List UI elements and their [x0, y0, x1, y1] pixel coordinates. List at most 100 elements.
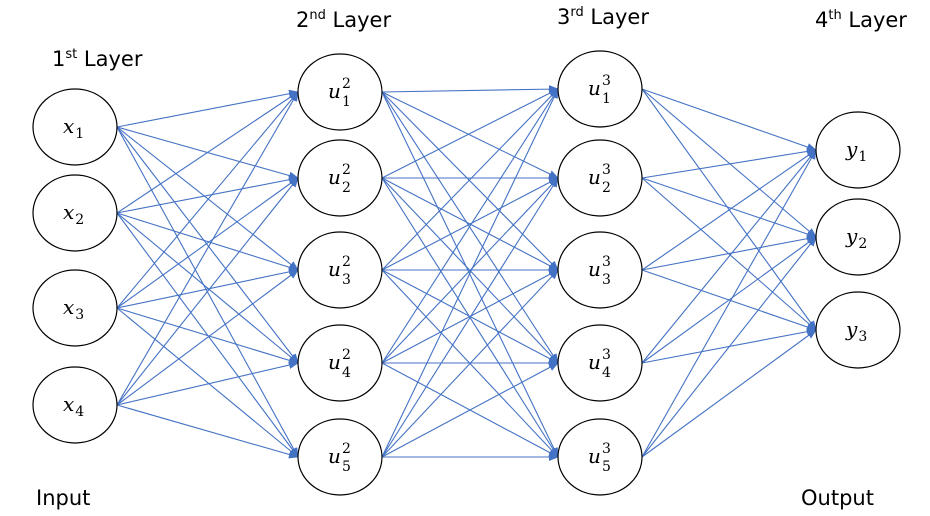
input-label: Input [36, 486, 90, 510]
edge-layer2-n1-to-layer3-n1 [381, 85, 559, 94]
edge-layer3-n1-to-layer4-n1 [641, 88, 817, 151]
edge-layer2-n1-to-layer3-n2 [381, 91, 559, 179]
edge-layer2-n2-to-layer3-n1 [381, 88, 559, 179]
edge-layer1-n2-to-layer2-n3 [116, 212, 299, 272]
node-circle [815, 291, 901, 369]
edge-layer2-n4-to-layer3-n1 [381, 88, 559, 364]
edge-layer2-n1-to-layer3-n3 [381, 91, 559, 271]
node-circle [32, 366, 118, 444]
node-label: x4 [63, 392, 84, 420]
edge-layer1-n4-to-layer2-n4 [116, 361, 299, 406]
edge-layer2-n4-to-layer3-n2 [381, 177, 559, 364]
edge-layer1-n3-to-layer2-n4 [116, 307, 299, 365]
node-x-1: x1 [32, 88, 118, 166]
layer-title-3: 3rd Layer [557, 5, 649, 29]
node-y-2: y2 [815, 198, 901, 276]
layer-title-1: 1st Layer [52, 47, 143, 71]
edge-layer3-n2-to-layer4-n2 [641, 177, 817, 238]
edge-layer2-n3-to-layer3-n1 [381, 88, 559, 271]
node-circle [557, 418, 643, 496]
edge-layer1-n2-to-layer2-n4 [116, 212, 299, 364]
node-x-4: x4 [32, 366, 118, 444]
edge-layer3-n4-to-layer4-n1 [641, 149, 817, 364]
node-circle [815, 111, 901, 189]
edge-layer1-n1-to-layer2-n3 [116, 126, 299, 271]
node-circle [557, 139, 643, 217]
edge-layer1-n3-to-layer2-n3 [116, 267, 299, 309]
node-y-3: y3 [815, 291, 901, 369]
edge-layer1-n2-to-layer2-n1 [116, 91, 299, 214]
edge-layer3-n4-to-layer4-n2 [641, 236, 817, 364]
edge-layer3-n3-to-layer4-n2 [641, 234, 817, 271]
node-circle [32, 174, 118, 252]
edges-group [116, 85, 817, 461]
node-circle [297, 139, 383, 217]
edge-layer1-n3-to-layer2-n5 [116, 307, 299, 458]
edge-layer2-n3-to-layer3-n2 [381, 177, 559, 271]
node-circle [297, 418, 383, 496]
output-label: Output [801, 486, 874, 510]
node-circle [32, 269, 118, 347]
edge-layer3-n5-to-layer4-n1 [641, 149, 817, 458]
edge-layer2-n1-to-layer3-n5 [381, 91, 559, 458]
edge-layer2-n5-to-layer3-n3 [381, 269, 559, 458]
edge-layer3-n3-to-layer4-n1 [641, 149, 817, 271]
edge-layer1-n1-to-layer2-n4 [116, 126, 299, 364]
node-circle [297, 231, 383, 309]
node-circle [815, 198, 901, 276]
node-circle [297, 53, 383, 131]
layer-title-2: 2nd Layer [296, 8, 391, 32]
node-circle [557, 50, 643, 128]
edge-layer1-n1-to-layer2-n1 [116, 89, 299, 128]
layer-title-4: 4th Layer [815, 8, 907, 32]
edge-layer1-n4-to-layer2-n5 [116, 404, 299, 459]
node-label: y1 [845, 137, 867, 165]
edge-layer2-n5-to-layer3-n4 [381, 362, 559, 458]
edge-layer1-n4-to-layer2-n3 [116, 269, 299, 406]
layer-titles-group: 1st Layer 2nd Layer 3rd Layer 4th Layer [52, 5, 907, 71]
node-label: x1 [63, 114, 84, 142]
edge-layer3-n5-to-layer4-n3 [641, 329, 817, 458]
edge-layer1-n3-to-layer2-n1 [116, 91, 299, 309]
edge-layer3-n1-to-layer4-n2 [641, 88, 817, 238]
edge-layer2-n5-to-layer3-n2 [381, 177, 559, 458]
edge-layer1-n2-to-layer2-n2 [116, 175, 299, 214]
edge-layer1-n4-to-layer2-n1 [116, 91, 299, 406]
node-x-3: x3 [32, 269, 118, 347]
node-y-1: y1 [815, 111, 901, 189]
edge-layer3-n2-to-layer4-n1 [641, 147, 817, 179]
node-label: y3 [845, 317, 867, 345]
node-label: x3 [63, 295, 84, 323]
edge-layer3-n5-to-layer4-n2 [641, 236, 817, 458]
node-circle [297, 324, 383, 402]
edge-layer1-n3-to-layer2-n2 [116, 177, 299, 309]
edge-layer2-n5-to-layer3-n1 [381, 88, 559, 458]
node-label: x2 [63, 200, 84, 228]
edge-layer2-n1-to-layer3-n4 [381, 91, 559, 364]
node-x-2: x2 [32, 174, 118, 252]
node-circle [557, 231, 643, 309]
edge-layer1-n4-to-layer2-n2 [116, 177, 299, 406]
